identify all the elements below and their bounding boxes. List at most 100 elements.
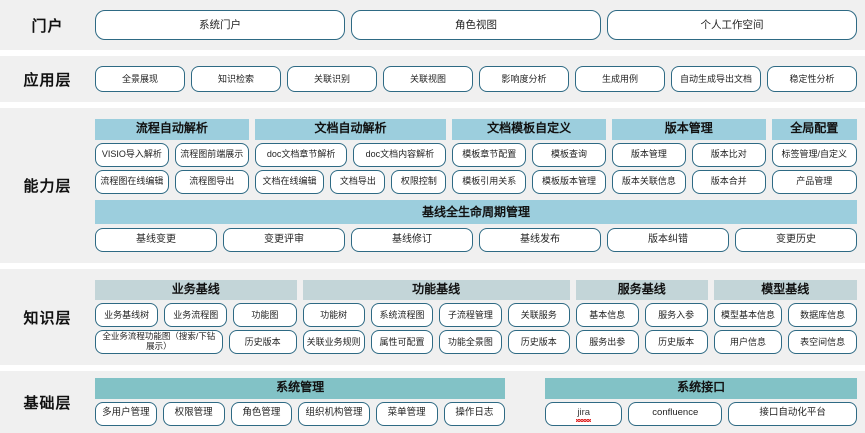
cap-item-template-query[interactable]: 模板查询 [532,142,606,167]
cap-item-template-version-manage[interactable]: 模板版本管理 [532,169,606,194]
know-item-user-info[interactable]: 用户信息 [713,330,783,355]
know-item-related-service[interactable]: 关联服务 [507,303,570,328]
foundation-row: 多用户管理 权限管理 角色管理 组织机构管理 菜单管理 操作日志 [95,401,506,426]
lifecycle-item-version-correction[interactable]: 版本纠错 [607,227,729,252]
cap-item-tag-manage-custom[interactable]: 标签管理/自定义 [771,142,857,167]
lifecycle-item-change-history[interactable]: 变更历史 [735,227,857,252]
cap-item-doc-content-parse[interactable]: doc文档内容解析 [353,142,447,167]
lifecycle-item-baseline-revision[interactable]: 基线修订 [351,227,473,252]
layer-body-capability: 流程自动解析 VISIO导入解析 流程图前端展示 流程图在线编辑 流程图导出 文… [95,108,865,263]
know-item-full-business-flow-function-chart[interactable]: 全业务流程功能图（搜索/下钻展示） [95,330,223,355]
cap-item-permission-control[interactable]: 权限控制 [391,169,447,194]
layer-label-portal: 门户 [0,0,95,50]
app-item-knowledge-search[interactable]: 知识检索 [191,66,281,92]
found-item-permission-manage[interactable]: 权限管理 [162,401,225,426]
portal-item-personal-workspace[interactable]: 个人工作空间 [607,10,857,40]
lifecycle-item-baseline-release[interactable]: 基线发布 [479,227,601,252]
app-item-generate-usecase[interactable]: 生成用例 [575,66,665,92]
jira-label-misspelled: jira [576,407,591,422]
found-item-org-structure-manage[interactable]: 组织机构管理 [298,401,370,426]
app-item-impact-analysis[interactable]: 影响度分析 [479,66,569,92]
cap-item-version-manage[interactable]: 版本管理 [611,142,686,167]
knowledge-row: 关联业务规则 属性可配置 功能全景图 历史版本 [302,330,570,355]
know-item-function-chart[interactable]: 功能图 [233,303,297,328]
found-item-menu-manage[interactable]: 菜单管理 [375,401,438,426]
cap-item-doc-export[interactable]: 文档导出 [330,169,386,194]
capability-group-doc-parse: 文档自动解析 doc文档章节解析 doc文档内容解析 文档在线编辑 文档导出 权… [254,119,447,194]
cap-item-flowchart-online-edit[interactable]: 流程图在线编辑 [95,169,169,194]
capability-row: VISIO导入解析 流程图前端展示 [95,142,249,167]
layer-knowledge: 知识层 业务基线 业务基线树 业务流程图 功能图 全业务流程功能图（搜索/下钻展… [0,269,865,365]
app-item-auto-export-doc[interactable]: 自动生成导出文档 [671,66,761,92]
found-item-role-manage[interactable]: 角色管理 [230,401,293,426]
portal-item-role-view[interactable]: 角色视图 [351,10,601,40]
know-item-business-flowchart[interactable]: 业务流程图 [164,303,228,328]
know-item-history-version-business[interactable]: 历史版本 [228,330,297,355]
lifecycle-item-change-review[interactable]: 变更评审 [223,227,345,252]
capability-row: 模板引用关系 模板版本管理 [452,169,606,194]
cap-item-version-relation-info[interactable]: 版本关联信息 [611,169,686,194]
lifecycle-item-baseline-change[interactable]: 基线变更 [95,227,217,252]
knowledge-group-business-baseline: 业务基线 业务基线树 业务流程图 功能图 全业务流程功能图（搜索/下钻展示） 历… [95,279,297,355]
found-item-confluence[interactable]: confluence [628,401,723,426]
layer-body-portal: 系统门户 角色视图 个人工作空间 [95,0,865,50]
cap-item-flowchart-frontend-display[interactable]: 流程图前端展示 [174,142,249,167]
found-item-operation-log[interactable]: 操作日志 [443,401,506,426]
band-gap-2 [0,102,865,108]
cap-item-doc-chapter-parse[interactable]: doc文档章节解析 [254,142,348,167]
application-item-row: 全景展现 知识检索 关联识别 关联视图 影响度分析 生成用例 自动生成导出文档 … [95,66,857,92]
know-item-database-info[interactable]: 数据库信息 [788,303,857,328]
know-item-service-output-param[interactable]: 服务出参 [575,330,639,355]
capability-row: 版本关联信息 版本合并 [611,169,766,194]
knowledge-group-service-baseline: 服务基线 基本信息 服务入参 服务出参 历史版本 [575,279,708,355]
foundation-group-header-system-interface: 系统接口 [545,378,857,399]
know-item-tablespace-info[interactable]: 表空间信息 [788,330,857,355]
know-item-function-panorama[interactable]: 功能全景图 [439,330,502,355]
knowledge-group-header-service-baseline: 服务基线 [575,279,708,301]
knowledge-row: 功能树 系统流程图 子流程管理 关联服务 [302,303,570,328]
found-item-jira[interactable]: jira [545,401,623,426]
cap-item-doc-online-edit[interactable]: 文档在线编辑 [254,169,325,194]
capability-row: 版本管理 版本比对 [611,142,766,167]
app-item-stability-analysis[interactable]: 稳定性分析 [767,66,857,92]
layer-application: 应用层 全景展现 知识检索 关联识别 关联视图 影响度分析 生成用例 自动生成导… [0,56,865,102]
know-item-model-basic-info[interactable]: 模型基本信息 [713,303,783,328]
know-item-system-flowchart[interactable]: 系统流程图 [370,303,434,328]
know-item-related-business-rule[interactable]: 关联业务规则 [302,330,365,355]
foundation-group-system-manage: 系统管理 多用户管理 权限管理 角色管理 组织机构管理 菜单管理 操作日志 [95,378,506,426]
found-item-interface-automation-platform[interactable]: 接口自动化平台 [728,401,857,426]
know-item-subprocess-manage[interactable]: 子流程管理 [439,303,502,328]
app-item-relation-recognition[interactable]: 关联识别 [287,66,377,92]
know-item-history-version-service[interactable]: 历史版本 [644,330,708,355]
layer-foundation: 基础层 系统管理 多用户管理 权限管理 角色管理 组织机构管理 菜单管理 操作日… [0,371,865,433]
layer-label-foundation: 基础层 [0,371,95,433]
layer-portal: 门户 系统门户 角色视图 个人工作空间 [0,0,865,50]
capability-group-header-version-manage: 版本管理 [611,119,766,140]
layer-body-knowledge: 业务基线 业务基线树 业务流程图 功能图 全业务流程功能图（搜索/下钻展示） 历… [95,269,865,365]
know-item-attribute-configurable[interactable]: 属性可配置 [370,330,434,355]
cap-item-template-reference-relation[interactable]: 模板引用关系 [452,169,527,194]
capability-group-version-manage: 版本管理 版本管理 版本比对 版本关联信息 版本合并 [611,119,766,194]
know-item-business-baseline-tree[interactable]: 业务基线树 [95,303,159,328]
foundation-row: jira confluence 接口自动化平台 [545,401,857,426]
baseline-lifecycle-row: 基线变更 变更评审 基线修订 基线发布 版本纠错 变更历史 [95,227,857,252]
capability-group-header-doc-parse: 文档自动解析 [254,119,447,140]
app-item-relation-view[interactable]: 关联视图 [383,66,473,92]
capability-row: 标签管理/自定义 [771,142,857,167]
know-item-history-version-function[interactable]: 历史版本 [507,330,570,355]
cap-item-version-compare[interactable]: 版本比对 [691,142,766,167]
cap-item-template-chapter-config[interactable]: 模板章节配置 [452,142,527,167]
app-item-panorama[interactable]: 全景展现 [95,66,185,92]
know-item-service-basic-info[interactable]: 基本信息 [575,303,639,328]
portal-item-system-portal[interactable]: 系统门户 [95,10,345,40]
found-item-multi-user-manage[interactable]: 多用户管理 [95,401,157,426]
cap-item-visio-import-parse[interactable]: VISIO导入解析 [95,142,169,167]
cap-item-product-manage[interactable]: 产品管理 [771,169,857,194]
cap-item-flowchart-export[interactable]: 流程图导出 [174,169,249,194]
knowledge-group-model-baseline: 模型基线 模型基本信息 数据库信息 用户信息 表空间信息 [713,279,857,355]
know-item-service-input-param[interactable]: 服务入参 [644,303,708,328]
know-item-function-tree[interactable]: 功能树 [302,303,365,328]
capability-row: 文档在线编辑 文档导出 权限控制 [254,169,447,194]
cap-item-version-merge[interactable]: 版本合并 [691,169,766,194]
